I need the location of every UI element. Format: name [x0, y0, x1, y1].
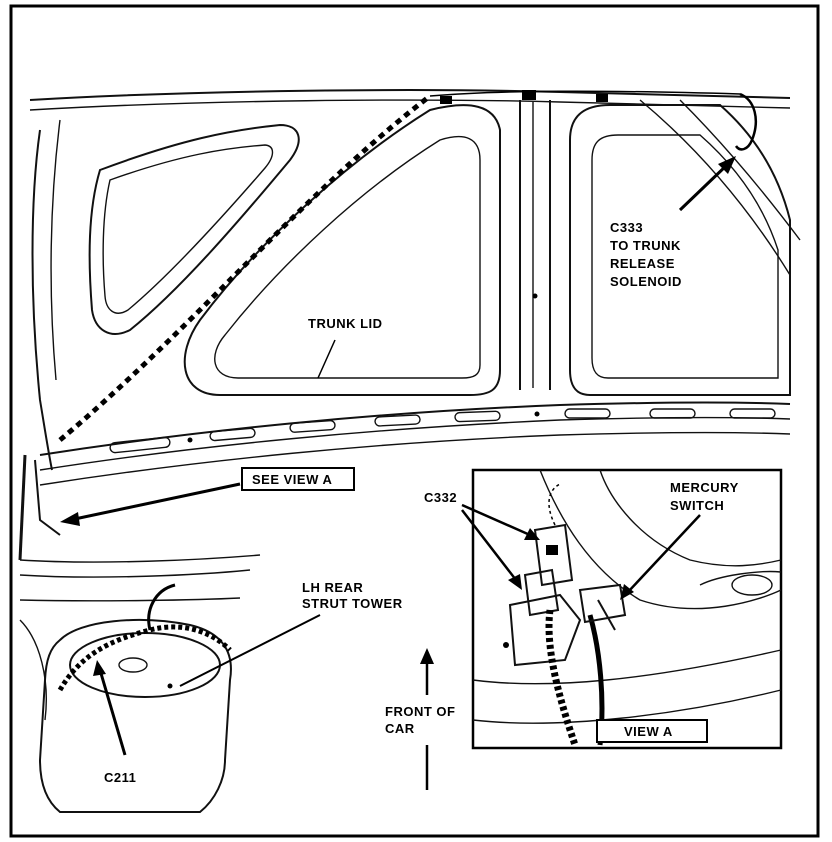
label-c333: C333: [610, 220, 643, 235]
label-trunk-lid: TRUNK LID: [308, 316, 383, 331]
callout-arrows: [60, 156, 736, 790]
label-solenoid: SOLENOID: [610, 274, 682, 289]
see-view-a-box: [241, 467, 355, 491]
label-switch: SWITCH: [670, 498, 724, 513]
lh-rear-strut-tower-drawing: [18, 454, 261, 813]
label-c211: C211: [104, 770, 136, 785]
label-mercury: MERCURY: [670, 480, 739, 495]
label-strut-tower: STRUT TOWER: [302, 596, 403, 611]
label-see-view-a: SEE VIEW A: [252, 472, 332, 487]
view-a-inset: [471, 468, 783, 750]
label-release: RELEASE: [610, 256, 675, 271]
diagram-frame: [9, 4, 820, 838]
label-view-a: VIEW A: [624, 724, 673, 739]
label-front-of: FRONT OF: [385, 704, 455, 719]
label-car: CAR: [385, 721, 415, 736]
trunk-lid-drawing: [29, 89, 801, 486]
label-lh-rear: LH REAR: [302, 580, 363, 595]
label-c332: C332: [424, 490, 457, 505]
view-a-label-box: [596, 719, 708, 743]
label-to-trunk: TO TRUNK: [610, 238, 681, 253]
